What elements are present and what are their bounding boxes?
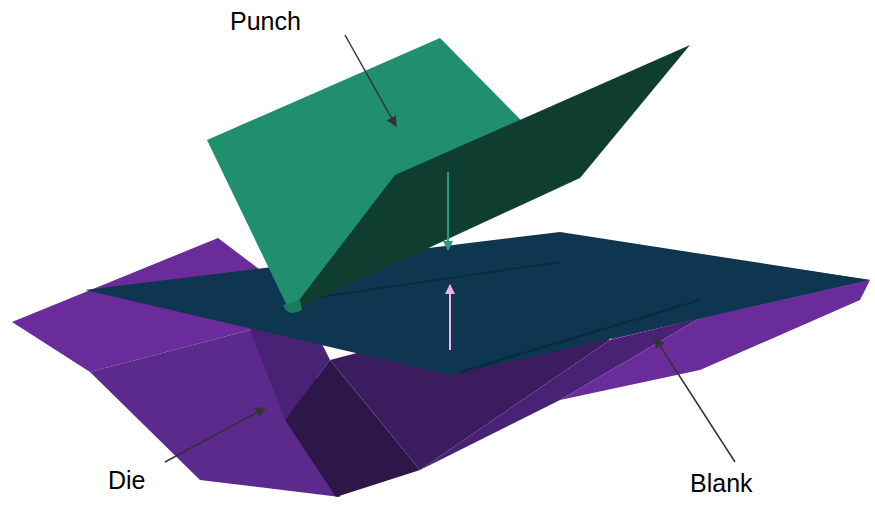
leader-line bbox=[655, 338, 735, 462]
part-label: Die bbox=[108, 467, 146, 495]
leader-line bbox=[165, 408, 265, 462]
punch-motion-arrow bbox=[447, 172, 449, 250]
blank bbox=[85, 232, 870, 375]
punch bbox=[207, 38, 690, 313]
leader-line bbox=[345, 35, 396, 126]
part-label: Blank bbox=[690, 470, 753, 498]
part-label: Punch bbox=[230, 8, 301, 36]
die-motion-arrow bbox=[449, 285, 451, 350]
